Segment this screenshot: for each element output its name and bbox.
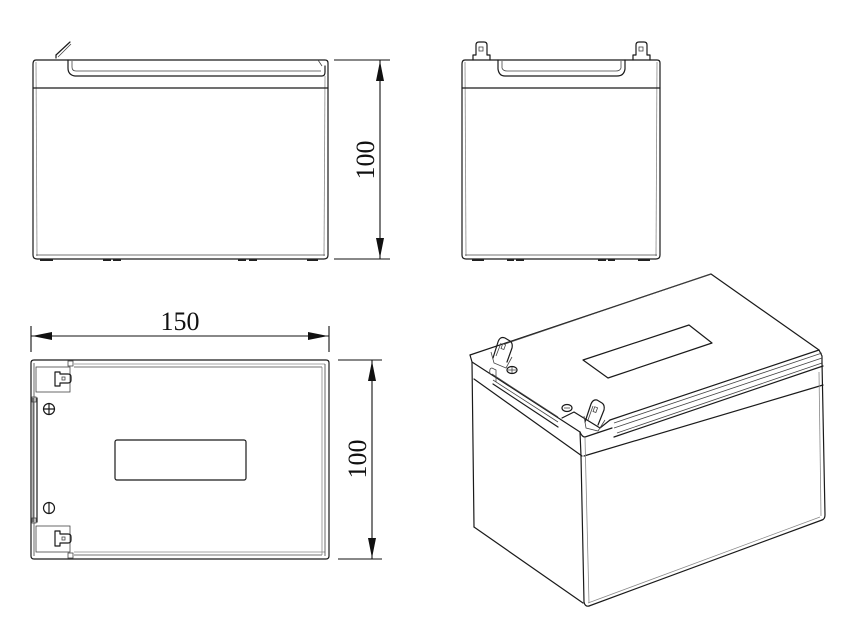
isometric-view: [469, 273, 826, 607]
label-area: [114, 439, 247, 481]
top-terminal-positive-icon: [35, 366, 72, 393]
front-height-label: 100: [351, 141, 380, 180]
top-width-dimension: 150: [30, 307, 330, 352]
positive-polarity-icon: [42, 402, 56, 416]
iso-terminal-negative-icon: [583, 399, 606, 432]
iso-negative-mark-icon: [561, 403, 573, 413]
wire-stub-icon: [55, 41, 72, 59]
terminal-left-icon: [472, 41, 491, 61]
iso-label-area: [582, 324, 713, 379]
iso-terminal-positive-icon: [490, 336, 513, 369]
front-height-dimension: 100: [334, 59, 390, 260]
top-view: 150: [30, 307, 382, 560]
top-width-label: 150: [161, 307, 200, 336]
front-view: 100: [32, 41, 390, 261]
top-depth-label: 100: [343, 440, 372, 479]
side-view: [461, 41, 661, 261]
negative-polarity-icon: [42, 501, 56, 515]
iso-positive-mark-icon: [506, 365, 518, 375]
terminal-right-icon: [632, 41, 651, 61]
top-depth-dimension: 100: [338, 359, 382, 560]
top-terminal-negative-icon: [35, 525, 72, 553]
